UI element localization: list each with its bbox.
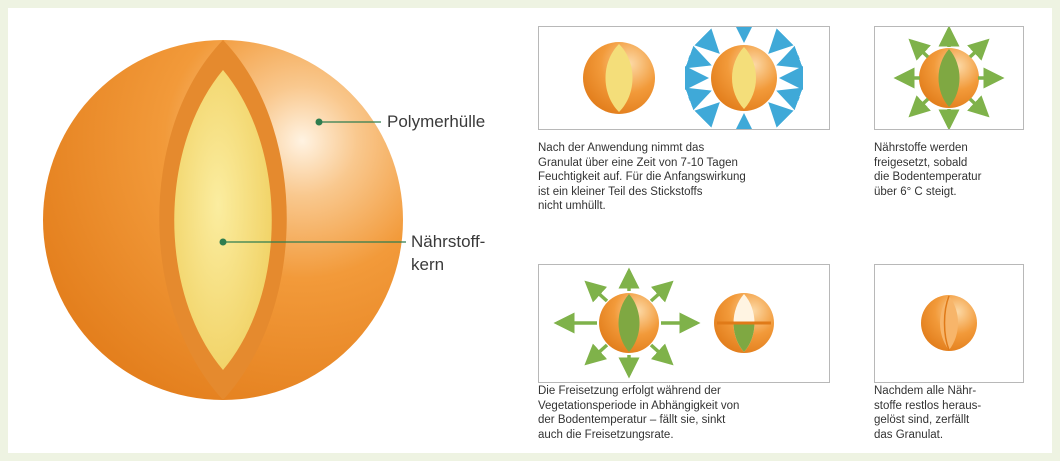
panel-release-season — [538, 264, 830, 383]
granule-release-arrows-icon — [897, 29, 1001, 127]
granule-release-arrows-icon — [557, 271, 697, 375]
diagram-canvas: Polymerhülle Nährstoff- kern — [8, 8, 1052, 453]
caption-moisture-uptake: Nach der Anwendung nimmt das Granulat üb… — [538, 141, 746, 214]
caption-release-season: Die Freisetzung erfolgt während der Vege… — [538, 384, 739, 442]
granule-half-empty-icon — [714, 293, 774, 353]
granule-icon — [583, 42, 655, 114]
panel-moisture-uptake — [538, 26, 830, 130]
core-label: Nährstoff- kern — [411, 230, 485, 276]
core-leader-dot — [220, 239, 227, 246]
panel-dissolved — [874, 264, 1024, 383]
panel-release-start — [874, 26, 1024, 130]
granule-empty-icon — [921, 295, 977, 351]
shell-leader-dot — [316, 119, 323, 126]
shell-label: Polymerhülle — [387, 110, 485, 133]
granule-moisture-arrows-icon — [685, 27, 803, 129]
caption-dissolved: Nachdem alle Nähr- stoffe restlos heraus… — [874, 384, 981, 442]
caption-release-start: Nährstoffe werden freigesetzt, sobald di… — [874, 141, 981, 199]
